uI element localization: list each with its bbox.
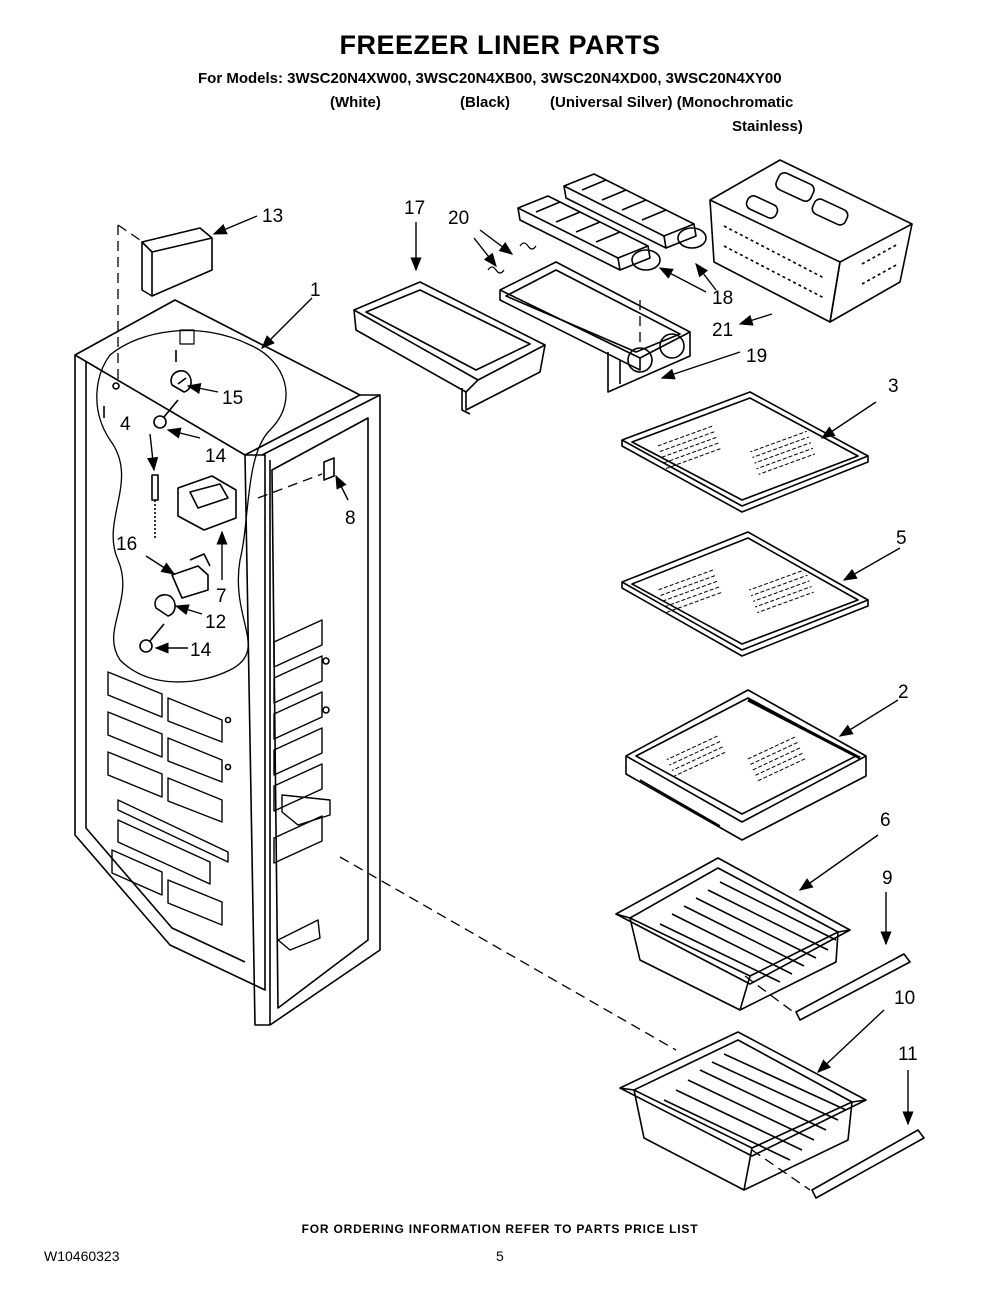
dashed-leaders: [117, 224, 811, 1191]
models-line: For Models: 3WSC20N4XW00, 3WSC20N4XB00, …: [198, 70, 782, 87]
callout-9: 9: [882, 868, 893, 889]
callout-20: 20: [448, 208, 469, 229]
part-4-thermistor: [151, 474, 159, 540]
callout-12: 12: [205, 612, 226, 633]
part-17-ice-bin: [353, 281, 546, 415]
callout-21: 21: [712, 320, 733, 341]
part-9-rail: [795, 953, 911, 1021]
callout-1: 1: [310, 280, 321, 301]
part-5-shelf: [621, 531, 869, 657]
part-16-bracket: [171, 553, 211, 599]
callout-6: 6: [880, 810, 891, 831]
part-20-springs: [487, 242, 537, 274]
callout-11: 11: [898, 1044, 918, 1065]
document-number: W10460323: [44, 1248, 120, 1264]
callout-14-lower: 14: [190, 640, 212, 661]
part-19-tray-frame: [499, 261, 691, 393]
part-13-cover: [141, 227, 213, 297]
part-18-ice-tray-front: [517, 195, 661, 271]
callout-13: 13: [262, 206, 283, 227]
callout-labels: 1 2 3 4 5 6 7 8 9 10 11 12 13 14 14 15 1…: [116, 198, 918, 1065]
part-6-drawer: [615, 857, 851, 1011]
callout-19: 19: [746, 346, 767, 367]
part-3-shelf: [621, 391, 869, 513]
part-14-bulb-upper: [153, 399, 179, 429]
callout-4: 4: [120, 414, 131, 435]
part-11-rail: [811, 1129, 925, 1199]
ordering-note: FOR ORDERING INFORMATION REFER TO PARTS …: [301, 1222, 699, 1236]
part-12-lamp-socket: [154, 593, 176, 617]
part-21-bracket: [709, 159, 913, 323]
color-black: (Black): [460, 94, 511, 111]
part-2-shelf-frame: [625, 689, 867, 841]
callout-arrows: [145, 215, 914, 1126]
callout-5: 5: [896, 528, 907, 549]
part-18-ice-tray-back: [563, 173, 707, 249]
part-10-drawer: [619, 1031, 867, 1191]
callout-8: 8: [345, 508, 356, 529]
callout-7: 7: [216, 586, 227, 607]
callout-2: 2: [898, 682, 909, 703]
callout-14-upper: 14: [205, 446, 227, 467]
callout-18: 18: [712, 288, 733, 309]
color-stainless: Stainless): [732, 118, 803, 135]
callout-15: 15: [222, 388, 243, 409]
callout-3: 3: [888, 376, 899, 397]
page-number: 5: [496, 1248, 504, 1264]
color-white: (White): [330, 94, 381, 111]
callout-10: 10: [894, 988, 915, 1009]
color-universal-silver: (Universal Silver) (Monochromatic: [550, 94, 794, 111]
page-title: FREEZER LINER PARTS: [339, 30, 661, 60]
part-15-lamp-socket: [170, 370, 192, 393]
part-7-control-housing: [177, 475, 237, 531]
freezer-liner: [74, 299, 381, 1026]
callout-16: 16: [116, 534, 137, 555]
callout-17: 17: [404, 198, 425, 219]
part-8-clip: [323, 457, 335, 481]
part-14-bulb-lower: [139, 623, 165, 653]
